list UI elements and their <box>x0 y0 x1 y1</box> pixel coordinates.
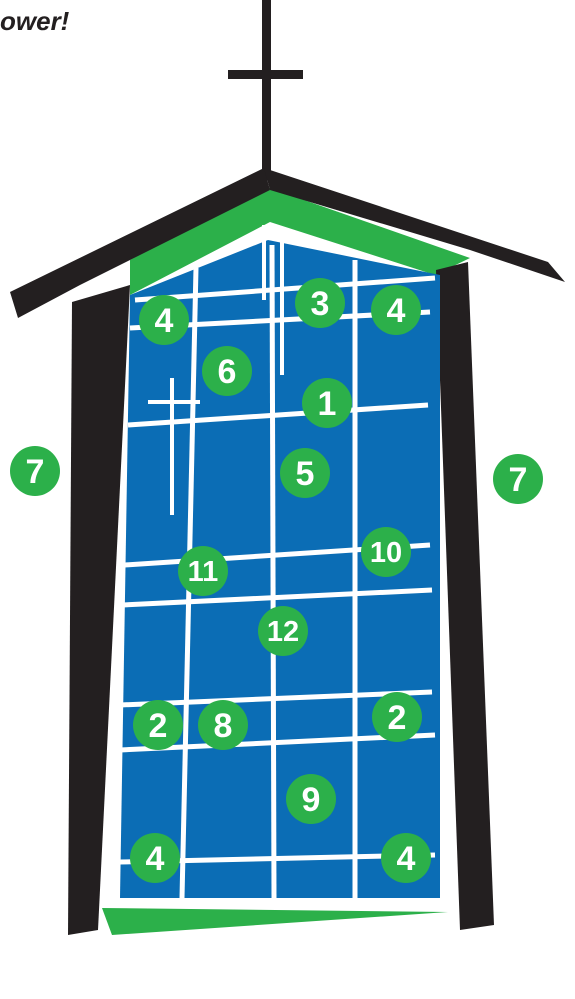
badge-number: 2 <box>388 699 407 737</box>
badge-number: 7 <box>509 461 528 499</box>
right-wall <box>436 262 494 930</box>
badge-4-bottom-left: 4 <box>130 833 180 883</box>
badge-number: 6 <box>218 353 237 391</box>
badge-7-right: 7 <box>493 454 543 504</box>
badge-number: 3 <box>311 285 330 323</box>
badge-3: 3 <box>295 278 345 328</box>
badge-8: 8 <box>198 700 248 750</box>
badge-12: 12 <box>258 606 308 656</box>
cross-icon <box>228 0 303 180</box>
badge-11: 11 <box>178 546 228 596</box>
badge-number: 11 <box>188 556 219 588</box>
badge-2-left: 2 <box>133 700 183 750</box>
badge-10: 10 <box>361 527 411 577</box>
badge-number: 2 <box>149 707 168 745</box>
badge-number: 8 <box>214 707 233 745</box>
badge-6: 6 <box>202 346 252 396</box>
badge-number: 7 <box>26 453 45 491</box>
tagline-text: ower! <box>0 8 69 34</box>
badge-4-top-left: 4 <box>139 295 189 345</box>
badge-9: 9 <box>286 774 336 824</box>
badge-number: 9 <box>302 781 321 819</box>
badge-2-right: 2 <box>372 692 422 742</box>
left-wall <box>68 285 130 935</box>
badge-number: 4 <box>155 302 174 340</box>
badge-7-left: 7 <box>10 446 60 496</box>
badge-4-top-right: 4 <box>371 285 421 335</box>
badge-number: 1 <box>318 385 337 423</box>
badge-5: 5 <box>280 448 330 498</box>
badge-number: 5 <box>296 455 315 493</box>
floor-green-stripe <box>102 908 448 935</box>
badge-number: 4 <box>387 292 406 330</box>
badge-1: 1 <box>302 378 352 428</box>
badge-number: 4 <box>146 840 165 878</box>
badge-number: 4 <box>397 840 416 878</box>
badge-number: 10 <box>370 537 402 569</box>
badge-number: 12 <box>267 616 299 648</box>
badge-4-bottom-right: 4 <box>381 833 431 883</box>
